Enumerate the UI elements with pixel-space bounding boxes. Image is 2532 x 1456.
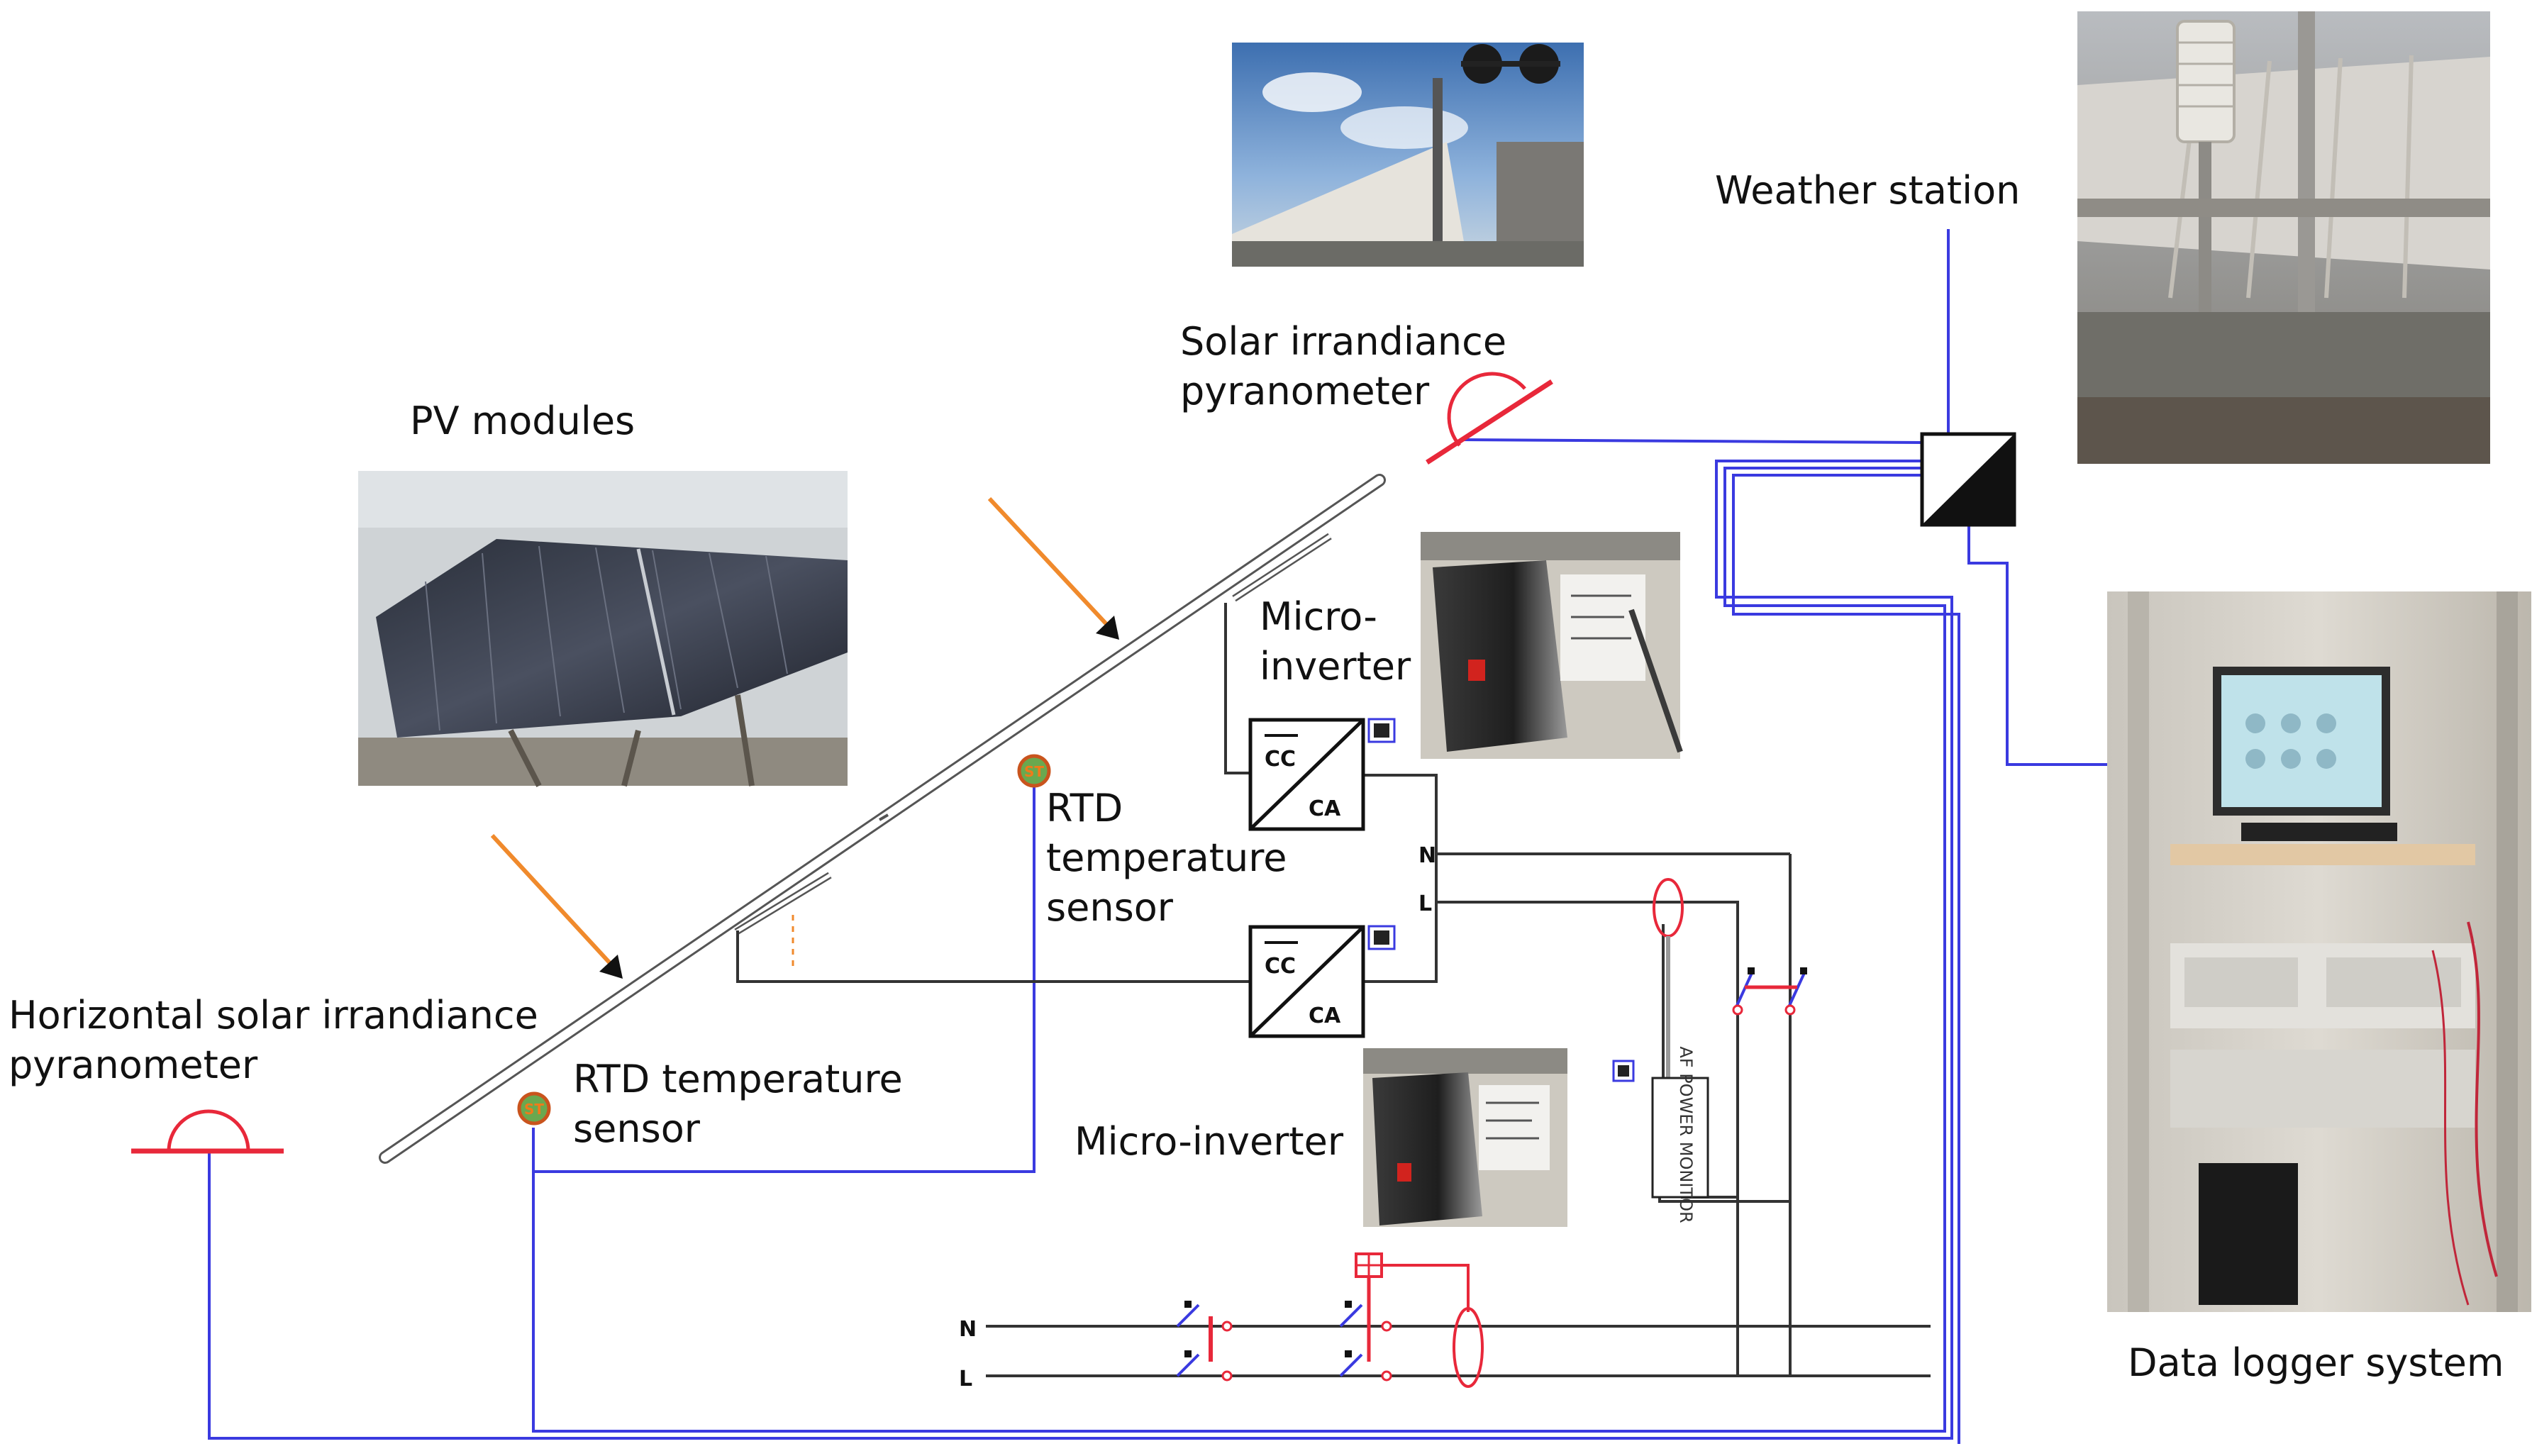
horizontal-pyranometer-label-line1: Horizontal solar irrandiance — [9, 993, 538, 1038]
rtd-sensor-upper: ST — [1017, 754, 1051, 788]
micro-inverter-top-label-line2: inverter — [1260, 644, 1411, 689]
signal-wiring — [208, 229, 2107, 1444]
weather-station-junction-box — [1920, 432, 2016, 527]
sun-arrow-lower — [490, 833, 623, 979]
micro-inverter-bottom-label: Micro-inverter — [1075, 1119, 1344, 1164]
inverter-terminal-l: L — [1418, 891, 1432, 916]
svg-text:AF POWER MONITOR: AF POWER MONITOR — [1676, 1046, 1696, 1223]
rtd-lower-label-line1: RTD temperature — [573, 1057, 903, 1101]
solar-pyranometer-label-line2: pyranometer — [1180, 369, 1430, 413]
anemometer-photo — [1232, 43, 1584, 267]
rtd-sensor-lower: ST — [517, 1091, 551, 1126]
sun-arrow-upper — [987, 496, 1119, 640]
inverter-symbol-top: CC CA — [1248, 718, 1396, 831]
solar-pyranometer-tilted — [1426, 372, 1553, 465]
weather-station-label: Weather station — [1715, 168, 2020, 213]
pv-panel-tilted — [379, 474, 1386, 1164]
rtd-upper-label-line2: temperature — [1046, 835, 1287, 880]
data-logger-label: Data logger system — [2128, 1340, 2504, 1385]
pv-modules-photo — [358, 471, 848, 787]
pv-modules-label: PV modules — [410, 399, 635, 443]
svg-text:CC: CC — [1265, 954, 1296, 979]
rtd-lower-label-line2: sensor — [573, 1106, 701, 1151]
solar-pyranometer-label-line1: Solar irrandiance — [1180, 319, 1506, 364]
rtd-upper-label-line3: sensor — [1046, 885, 1174, 930]
grid-terminal-l: L — [959, 1367, 972, 1391]
inverter-terminal-n: N — [1418, 843, 1436, 868]
horizontal-pyranometer — [131, 1109, 284, 1154]
svg-text:CC: CC — [1265, 747, 1296, 772]
svg-text:ST: ST — [524, 1101, 544, 1118]
rtd-upper-label-line1: RTD — [1046, 786, 1123, 830]
power-wiring — [736, 603, 1931, 1377]
svg-text:ST: ST — [1024, 763, 1044, 780]
inverter-symbol-bottom: CC CA — [1248, 925, 1396, 1038]
grid-main-breaker — [1176, 1301, 1233, 1382]
svg-text:CA: CA — [1309, 796, 1341, 821]
output-breaker — [1732, 967, 1807, 1016]
micro-inverter-bottom-photo — [1363, 1048, 1567, 1227]
power-monitor: AF POWER MONITOR — [1612, 1046, 1709, 1223]
svg-text:CA: CA — [1309, 1004, 1341, 1028]
weather-station-photo — [2077, 11, 2490, 464]
micro-inverter-top-photo — [1421, 532, 1683, 759]
micro-inverter-top-label-line1: Micro- — [1260, 594, 1377, 639]
grid-terminal-n: N — [959, 1317, 977, 1342]
current-clamp-upper — [1653, 878, 1684, 1078]
horizontal-pyranometer-label-line2: pyranometer — [9, 1043, 258, 1087]
grid-rcd-breaker — [1339, 1252, 1484, 1388]
data-logger-photo — [2107, 591, 2531, 1312]
